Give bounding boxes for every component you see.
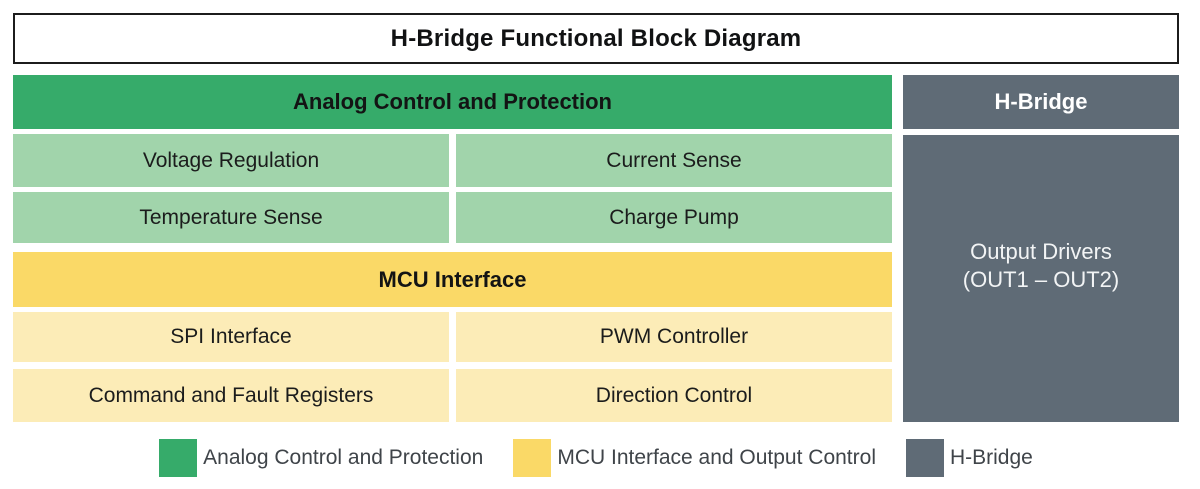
block-charge-pump: Charge Pump <box>456 192 892 243</box>
diagram-body: Analog Control and Protection Voltage Re… <box>13 75 1179 422</box>
legend-item-analog: Analog Control and Protection <box>159 439 483 477</box>
diagram-title: H-Bridge Functional Block Diagram <box>390 24 802 52</box>
block-current-sense: Current Sense <box>456 134 892 187</box>
hbridge-section: H-Bridge Output Drivers (OUT1 – OUT2) <box>903 75 1179 422</box>
block-voltage-regulation: Voltage Regulation <box>13 134 449 187</box>
block-output-drivers: Output Drivers (OUT1 – OUT2) <box>903 135 1179 422</box>
legend-swatch-hbridge <box>905 439 944 477</box>
mcu-interface-header: MCU Interface <box>13 252 892 307</box>
diagram: H-Bridge Functional Block Diagram Analog… <box>13 13 1179 477</box>
legend-label-mcu: MCU Interface and Output Control <box>557 446 876 469</box>
mcu-row-1: SPI Interface PWM Controller <box>13 312 892 362</box>
analog-row-1: Voltage Regulation Current Sense <box>13 134 892 187</box>
analog-control-header: Analog Control and Protection <box>13 75 892 129</box>
control-section: Analog Control and Protection Voltage Re… <box>13 75 892 422</box>
legend-label-hbridge: H-Bridge <box>949 446 1033 469</box>
legend-label-analog: Analog Control and Protection <box>203 446 484 469</box>
block-pwm-controller: PWM Controller <box>456 312 892 362</box>
block-spi-interface: SPI Interface <box>13 312 449 362</box>
mcu-row-2: Command and Fault Registers Direction Co… <box>13 369 892 422</box>
block-direction-control: Direction Control <box>456 369 892 422</box>
legend-item-hbridge: H-Bridge <box>905 439 1033 477</box>
output-drivers-line2: (OUT1 – OUT2) <box>962 267 1120 292</box>
output-drivers-line1: Output Drivers <box>970 239 1112 264</box>
hbridge-header: H-Bridge <box>903 75 1179 129</box>
legend-swatch-analog <box>159 439 198 477</box>
legend-swatch-mcu <box>513 439 552 477</box>
analog-row-2: Temperature Sense Charge Pump <box>13 192 892 243</box>
block-command-fault-registers: Command and Fault Registers <box>13 369 449 422</box>
legend: Analog Control and Protection MCU Interf… <box>13 439 1179 477</box>
diagram-title-box: H-Bridge Functional Block Diagram <box>13 13 1179 64</box>
block-temperature-sense: Temperature Sense <box>13 192 449 243</box>
legend-item-mcu: MCU Interface and Output Control <box>513 439 876 477</box>
